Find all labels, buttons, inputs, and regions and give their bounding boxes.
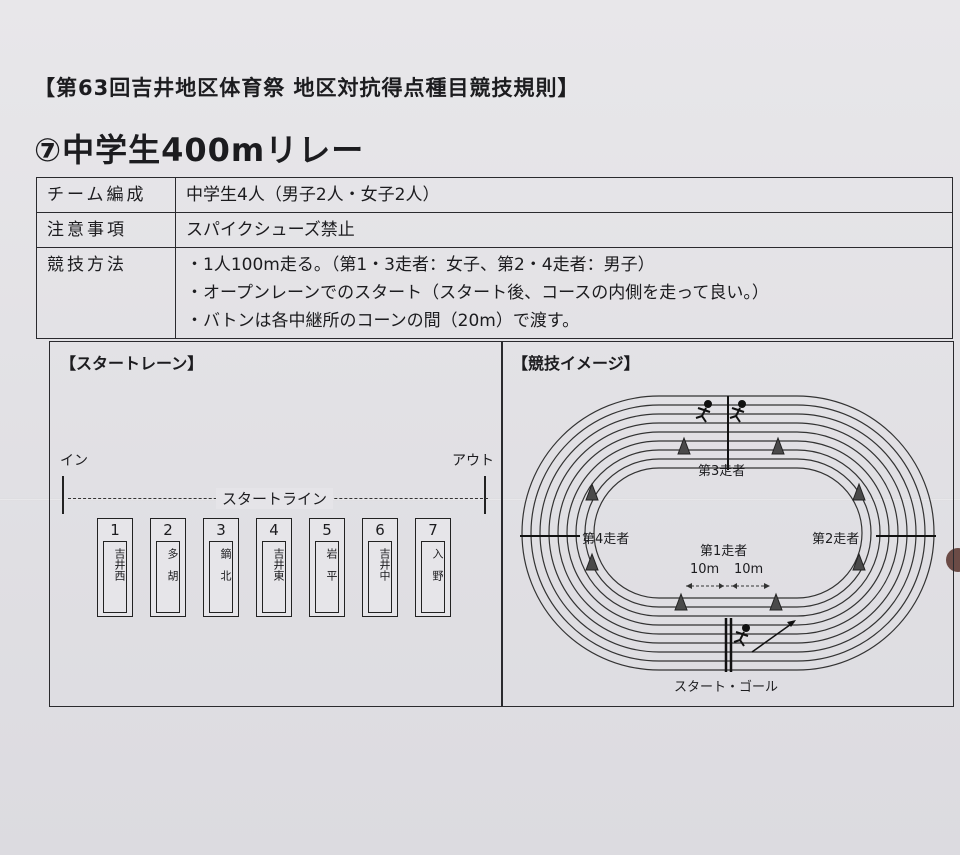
fold-crease	[0, 498, 960, 501]
cone-icon	[769, 592, 783, 611]
lane-team-box: 多 胡	[156, 541, 180, 613]
lane-team-box: 吉井西	[103, 541, 127, 613]
cone-icon	[852, 552, 866, 571]
rules-row: 注意事項 スパイクシューズ禁止	[36, 212, 953, 248]
lane-box: 4 吉井東	[256, 518, 292, 617]
rule-label: 注意事項	[36, 212, 176, 248]
outer-boundary-line	[484, 476, 486, 514]
arrow-head-icon	[686, 583, 692, 589]
rules-table: チーム編成 中学生4人（男子2人・女子2人） 注意事項 スパイクシューズ禁止 競…	[36, 177, 953, 339]
lane-box: 5 岩 平	[309, 518, 345, 617]
lane-team-box: 鏑 北	[209, 541, 233, 613]
rule-line: ・バトンは各中継所のコーンの間（20m）で渡す。	[186, 311, 580, 331]
rule-text: 中学生4人（男子2人・女子2人）	[175, 177, 953, 213]
lane-team: 多 胡	[166, 548, 179, 581]
runner-body	[729, 407, 745, 423]
lane-number: 4	[269, 521, 279, 539]
lane-number: 2	[163, 521, 173, 539]
runner-body	[695, 407, 711, 423]
rule-text: ・1人100m走る。（第1・3走者：女子、第2・4走者：男子） ・オープンレーン…	[175, 247, 953, 339]
inner-boundary-line	[62, 476, 64, 514]
distance-right-label: 10m	[734, 562, 764, 577]
out-label: アウト	[452, 453, 494, 469]
runner-head	[738, 400, 746, 408]
cone-icon	[585, 552, 599, 571]
runner-head	[742, 624, 750, 632]
rules-row: チーム編成 中学生4人（男子2人・女子2人）	[36, 177, 953, 213]
cone-icon	[674, 592, 688, 611]
start-lane-panel: 【スタートレーン】 イン アウト スタートライン 1 吉井西 2 多 胡 3 鏑…	[49, 341, 503, 707]
lane-number: 7	[428, 521, 438, 539]
rule-line: ・1人100m走る。（第1・3走者：女子、第2・4走者：男子）	[186, 255, 655, 275]
lane-team-box: 吉井東	[262, 541, 286, 613]
runner-body	[733, 631, 749, 647]
arrow-head-icon	[764, 583, 770, 589]
start-lane-label: 【スタートレーン】	[60, 354, 204, 373]
rule-label: チーム編成	[36, 177, 176, 213]
event-title: ⑦中学生400mリレー	[34, 131, 365, 169]
lane-team-box: 岩 平	[315, 541, 339, 613]
lane-number: 3	[216, 521, 226, 539]
cone-icon	[677, 436, 691, 455]
arrow-head-icon	[787, 620, 796, 627]
lane-team: 吉井中	[378, 548, 391, 581]
runner4-label: 第4走者	[582, 532, 630, 547]
lane-team: 入 野	[431, 548, 444, 581]
lane-box: 1 吉井西	[97, 518, 133, 617]
distance-left-label: 10m	[690, 562, 720, 577]
lane-box: 3 鏑 北	[203, 518, 239, 617]
lane-team: 吉井西	[113, 548, 126, 581]
runner-head	[704, 400, 712, 408]
competition-image-label: 【競技イメージ】	[512, 354, 640, 373]
cone-icon	[852, 482, 866, 501]
document-heading: 【第63回吉井地区体育祭 地区対抗得点種目競技規則】	[34, 76, 580, 100]
rule-line: スパイクシューズ禁止	[186, 220, 355, 240]
rule-line: 中学生4人（男子2人・女子2人）	[186, 185, 440, 205]
cone-icons	[585, 436, 866, 611]
lane-box: 2 多 胡	[150, 518, 186, 617]
rule-label: 競技方法	[36, 247, 176, 339]
cone-icon	[771, 436, 785, 455]
run-direction-arrow	[751, 621, 795, 653]
lane-number: 1	[110, 521, 120, 539]
lane-box: 6 吉井中	[362, 518, 398, 617]
lane-box: 7 入 野	[415, 518, 451, 617]
lane-number: 5	[322, 521, 332, 539]
start-line-label: スタートライン	[216, 488, 334, 509]
lane-team: 鏑 北	[219, 548, 232, 581]
lane-team-box: 入 野	[421, 541, 445, 613]
rules-row: 競技方法 ・1人100m走る。（第1・3走者：女子、第2・4走者：男子） ・オー…	[36, 247, 953, 339]
lane-team-box: 吉井中	[368, 541, 392, 613]
cone-icon	[585, 482, 599, 501]
competition-image-panel: 【競技イメージ】	[501, 341, 954, 707]
rule-text: スパイクシューズ禁止	[175, 212, 953, 248]
starting-runner-icon	[733, 624, 750, 647]
rule-line: ・オープンレーンでのスタート（スタート後、コースの内側を走って良い。）	[186, 283, 769, 303]
lane-number: 6	[375, 521, 385, 539]
relay-runners-icon	[695, 400, 746, 423]
lane-team: 吉井東	[272, 548, 285, 581]
runner1-label: 第1走者	[700, 544, 748, 559]
runner3-label: 第3走者	[698, 464, 746, 479]
start-goal-label: スタート・ゴール	[674, 680, 779, 695]
runner2-label: 第2走者	[812, 532, 860, 547]
arrow-head-icon	[719, 583, 724, 589]
arrow-head-icon	[732, 583, 737, 589]
track-diagram	[520, 395, 936, 672]
lane-team: 岩 平	[325, 548, 338, 581]
in-label: イン	[60, 453, 88, 469]
